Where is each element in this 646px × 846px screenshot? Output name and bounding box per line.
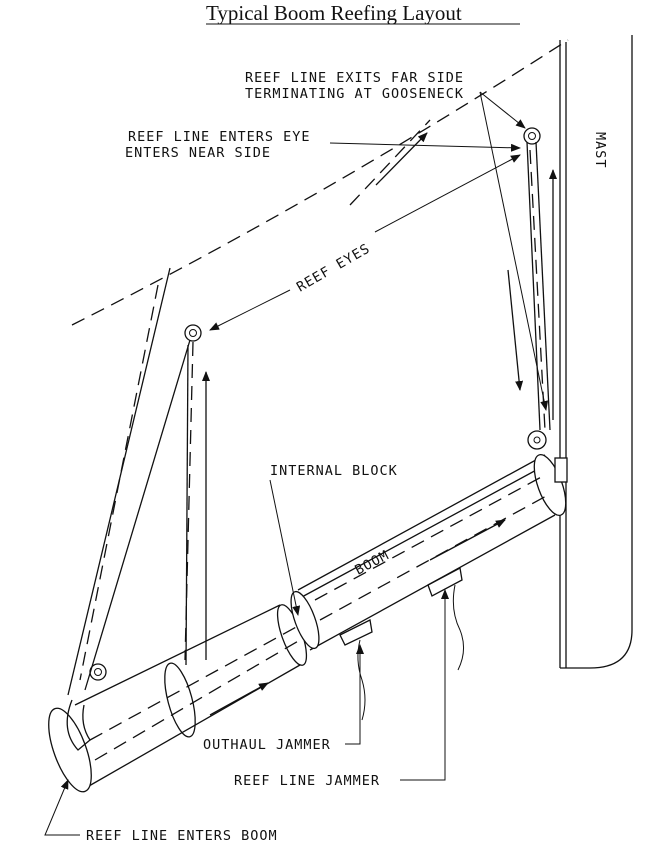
reef-eye-upper bbox=[523, 127, 541, 145]
label-reef-line-enters-boom: REEF LINE ENTERS BOOM bbox=[86, 828, 278, 844]
label-exits-line2: TERMINATING AT GOOSENECK bbox=[245, 86, 464, 102]
diagram-title: Typical Boom Reefing Layout bbox=[206, 1, 462, 25]
mast bbox=[559, 35, 633, 669]
outhaul-jammer bbox=[339, 619, 373, 721]
mast-label: MAST bbox=[592, 132, 608, 169]
label-boom: BOOM bbox=[352, 547, 392, 578]
label-outhaul-jammer: OUTHAUL JAMMER bbox=[203, 737, 331, 753]
sail-edge bbox=[71, 39, 569, 326]
label-enters-eye-line1: REEF LINE ENTERS EYE bbox=[128, 129, 311, 145]
reef-line-jammer bbox=[427, 567, 464, 671]
boom-forward-section bbox=[290, 430, 568, 651]
label-reef-line-jammer: REEF LINE JAMMER bbox=[234, 773, 380, 789]
reef-eye-lower bbox=[184, 324, 202, 342]
label-reef-eyes: REEF EYES bbox=[294, 241, 373, 296]
reef-eye-clew bbox=[89, 663, 107, 681]
boom-aft-section bbox=[48, 604, 308, 793]
label-exits-line1: REEF LINE EXITS FAR SIDE bbox=[245, 70, 464, 86]
label-enters-eye-line2: ENTERS NEAR SIDE bbox=[125, 145, 271, 161]
leader-lines bbox=[44, 91, 549, 836]
label-internal-block: INTERNAL BLOCK bbox=[270, 463, 398, 479]
reef-lines bbox=[67, 119, 557, 696]
